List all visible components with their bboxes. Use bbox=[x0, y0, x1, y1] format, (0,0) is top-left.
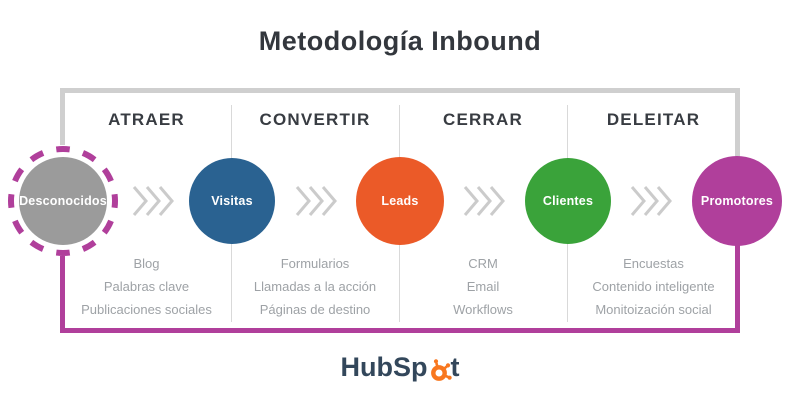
list-item: Palabras clave bbox=[103, 279, 190, 294]
stage-label-cerrar: CERRAR bbox=[443, 110, 523, 129]
logo-text-suffix: t bbox=[450, 352, 460, 382]
list-item: Contenido inteligente bbox=[592, 279, 715, 294]
circle-desconocidos: Desconocidos bbox=[19, 157, 107, 245]
list-item: CRM bbox=[468, 256, 498, 271]
list-item: Blog bbox=[133, 256, 160, 271]
stage-list-cerrar: CRM Email Workflows bbox=[399, 252, 567, 321]
circle-label: Desconocidos bbox=[19, 194, 107, 208]
top-frame-line-left bbox=[60, 88, 65, 145]
stage-label-convertir: CONVERTIR bbox=[259, 110, 371, 129]
dashed-ring-icon bbox=[8, 146, 118, 256]
list-item: Llamadas a la acción bbox=[253, 279, 377, 294]
circle-label: Leads bbox=[381, 194, 419, 208]
stage-list-atraer: Blog Palabras clave Publicaciones social… bbox=[62, 252, 231, 321]
chevron-arrows-icon bbox=[463, 186, 505, 216]
stage-label-atraer: ATRAER bbox=[108, 110, 185, 129]
circle-promotores: Promotores bbox=[692, 156, 782, 246]
list-item: Publicaciones sociales bbox=[81, 302, 212, 317]
circle-label: Visitas bbox=[211, 194, 253, 208]
top-frame-line bbox=[60, 88, 740, 93]
circle-label: Clientes bbox=[542, 194, 594, 208]
chevron-arrows-icon bbox=[630, 186, 672, 216]
hubspot-logo: HubSp t bbox=[0, 352, 800, 383]
list-item: Encuestas bbox=[623, 256, 684, 271]
top-frame-line-right bbox=[735, 88, 740, 160]
hubspot-sprocket-icon bbox=[430, 358, 452, 381]
bottom-frame-line bbox=[60, 328, 740, 333]
bottom-frame-line-right bbox=[735, 244, 740, 333]
logo-text-prefix: HubSp bbox=[340, 352, 428, 382]
list-item: Formularios bbox=[280, 256, 350, 271]
circle-leads: Leads bbox=[356, 157, 444, 245]
list-item: Páginas de destino bbox=[259, 302, 371, 317]
chevron-arrows-icon bbox=[132, 186, 174, 216]
circle-clientes: Clientes bbox=[525, 158, 611, 244]
circle-visitas: Visitas bbox=[189, 158, 275, 244]
circle-label: Promotores bbox=[700, 194, 774, 208]
stage-label-deleitar: DELEITAR bbox=[606, 110, 701, 129]
bottom-frame-line-left bbox=[60, 256, 65, 333]
page-title: Metodología Inbound bbox=[258, 26, 542, 56]
list-item: Workflows bbox=[453, 302, 513, 317]
stage-list-convertir: Formularios Llamadas a la acción Páginas… bbox=[231, 252, 399, 321]
list-item: Email bbox=[466, 279, 500, 294]
chevron-arrows-icon bbox=[295, 186, 337, 216]
stage-list-deleitar: Encuestas Contenido inteligente Monitoiz… bbox=[567, 252, 740, 321]
list-item: Monitoización social bbox=[595, 302, 712, 317]
